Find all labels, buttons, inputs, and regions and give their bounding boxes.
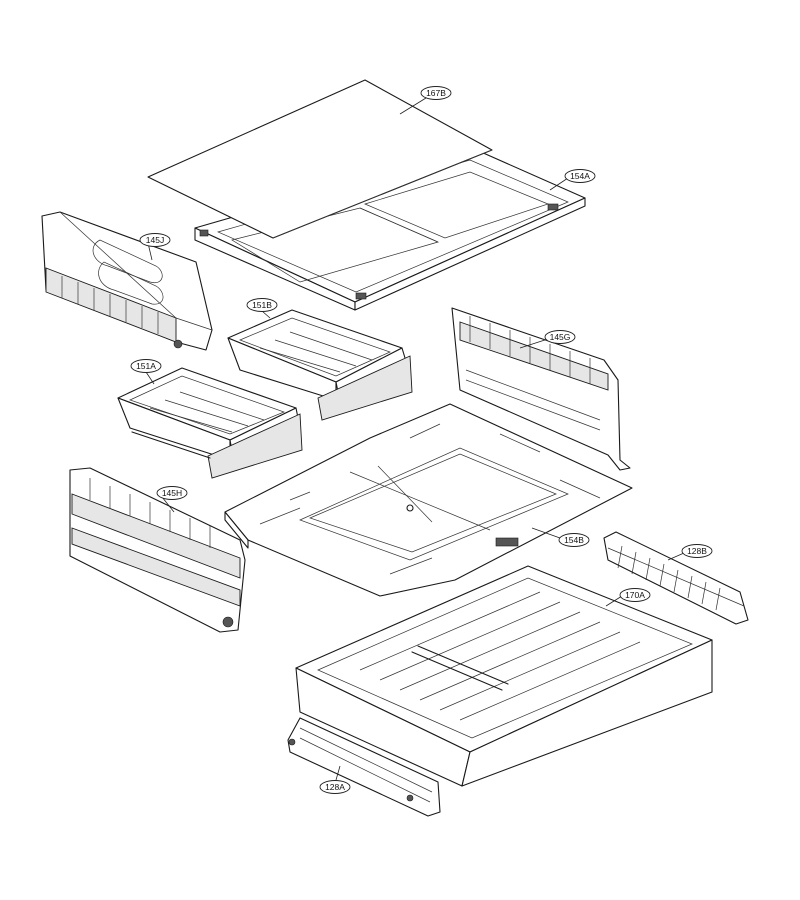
part-number-label: 154B <box>564 535 584 545</box>
part-number-label: 167B <box>426 88 446 98</box>
part-tag-170a: 170A <box>619 588 651 602</box>
part-tag-151a: 151A <box>130 359 162 373</box>
part-number-label: 128B <box>687 546 707 556</box>
lower-drawer-part <box>295 565 713 787</box>
part-number-label: 145J <box>146 235 164 245</box>
part-number-label: 145H <box>162 488 182 498</box>
leader-lines <box>145 97 685 781</box>
left-slide-rail-part <box>287 717 441 817</box>
right-rail-part <box>451 307 631 471</box>
part-number-label: 151B <box>252 300 272 310</box>
divider-cover-part <box>224 403 633 597</box>
right-upper-drawer-part <box>227 309 413 421</box>
part-number-label: 151A <box>136 361 156 371</box>
left-lower-rail-part <box>69 467 246 633</box>
shelf-frame-part <box>194 147 586 311</box>
part-tag-145g: 145G <box>544 330 576 344</box>
part-number-label: 145G <box>550 332 571 342</box>
right-slide-rail-part <box>603 531 749 625</box>
part-tag-128b: 128B <box>681 544 713 558</box>
part-tag-151b: 151B <box>246 298 278 312</box>
part-tag-145h: 145H <box>156 486 188 500</box>
left-upper-rail-part <box>41 211 213 351</box>
part-tag-154b: 154B <box>558 533 590 547</box>
part-tag-154a: 154A <box>564 169 596 183</box>
part-number-label: 128A <box>325 782 345 792</box>
part-tag-145j: 145J <box>139 233 171 247</box>
part-number-label: 154A <box>570 171 590 181</box>
glass-shelf-part <box>147 79 493 239</box>
part-number-label: 170A <box>625 590 645 600</box>
part-tag-167b: 167B <box>420 86 452 100</box>
part-tag-128a: 128A <box>319 780 351 794</box>
left-upper-drawer-part <box>117 367 303 479</box>
